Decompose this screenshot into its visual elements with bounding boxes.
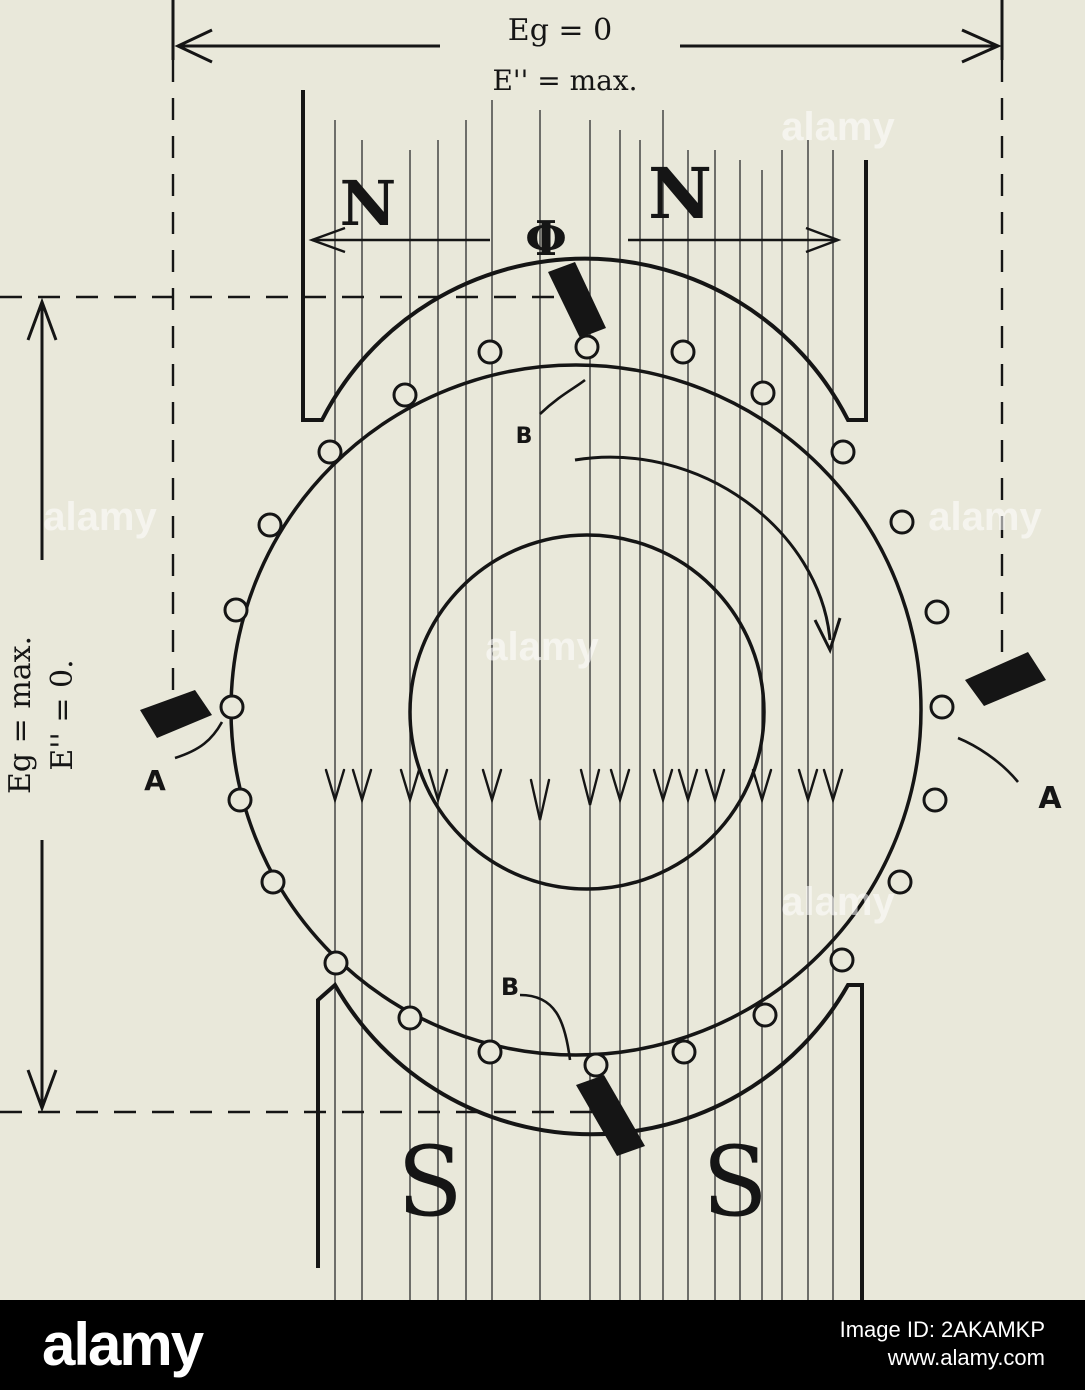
brush-b-top-label: B — [516, 424, 533, 449]
brushes — [140, 262, 1046, 1156]
armature-core — [408, 533, 766, 891]
top-eq-1: Eg = 0 — [508, 13, 612, 48]
labels: Eg = 0 E'' = max. Eg = max. E'' = 0. N N… — [3, 13, 1062, 1238]
image-info: Image ID: 2AKAMKP www.alamy.com — [840, 1316, 1045, 1372]
pole-n-right: N — [648, 152, 712, 235]
brand-logo: alamy — [42, 1311, 204, 1378]
flux-symbol: Φ — [525, 211, 567, 267]
left-eq-2: E'' = 0. — [45, 659, 80, 770]
pole-n-left: N — [340, 167, 397, 240]
paper-background — [0, 0, 1085, 1300]
watermarks: alamy alamy alamy alamy alamy — [43, 105, 1042, 924]
armature-diagram: Eg = 0 E'' = max. Eg = max. E'' = 0. N N… — [0, 0, 1085, 1300]
pole-width-arrows — [308, 226, 842, 254]
pole-s-left: S — [397, 1126, 463, 1238]
watermark-5: alamy — [781, 880, 895, 924]
watermark-3: alamy — [485, 625, 599, 669]
pole-s-right: S — [702, 1126, 768, 1238]
dashed-guides — [0, 60, 1004, 1114]
top-dimension-arrow — [171, 0, 1004, 64]
footer-bar: alamy Image ID: 2AKAMKP www.alamy.com — [0, 1300, 1085, 1390]
north-pole-piece — [301, 90, 868, 422]
image-id: Image ID: 2AKAMKP — [839, 1317, 1045, 1342]
left-eq-1: Eg = max. — [3, 636, 38, 794]
watermark-1: alamy — [781, 105, 895, 149]
flux-arrowheads — [324, 768, 844, 821]
brush-a-right-label: A — [1038, 781, 1062, 816]
left-dimension-arrow — [26, 297, 58, 1113]
south-pole-piece — [316, 981, 864, 1300]
brush-a-left-label: A — [144, 764, 166, 797]
conductors — [219, 334, 955, 1078]
top-eq-2: E'' = max. — [492, 64, 637, 97]
site-link[interactable]: www.alamy.com — [887, 1345, 1045, 1370]
rotation-arrow — [574, 455, 842, 654]
watermark-2: alamy — [43, 495, 157, 539]
watermark-4: alamy — [928, 495, 1042, 539]
pointer-arrows — [174, 378, 1020, 1061]
brush-b-bottom-label: B — [501, 973, 519, 1001]
